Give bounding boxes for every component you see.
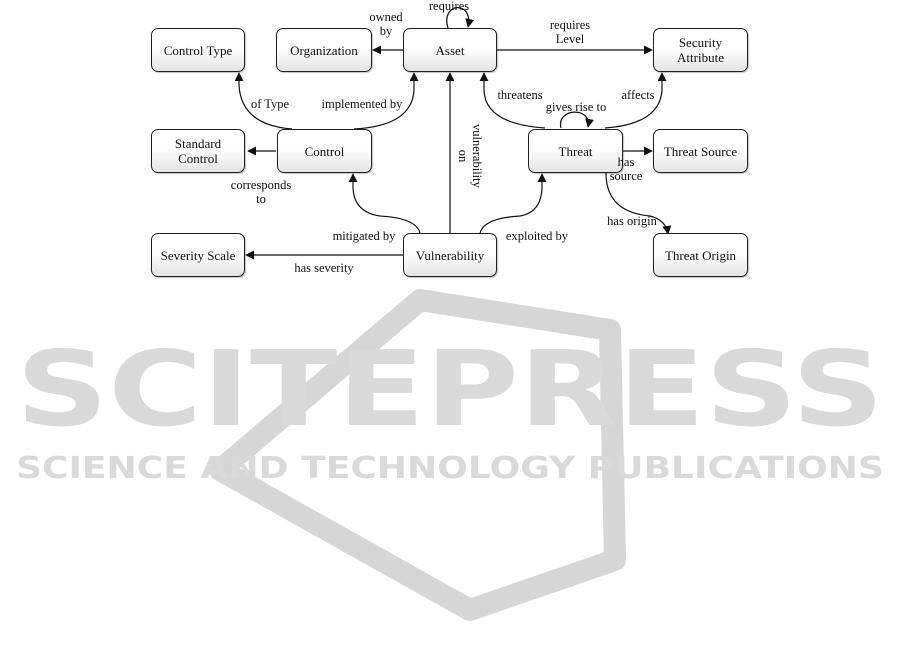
node-control: Control [277, 129, 372, 173]
label-owned-by: owned by [369, 10, 403, 38]
node-severity-scale: Severity Scale [151, 233, 245, 277]
watermark-subtitle: SCIENCE AND TECHNOLOGY PUBLICATIONS [16, 451, 884, 486]
edge-has-origin [605, 172, 672, 235]
label-requires: requires [428, 0, 470, 13]
label-of-type: of Type [250, 97, 290, 111]
node-vulnerability: Vulnerability [403, 233, 497, 277]
label-requires-level: requires Level [549, 18, 591, 46]
label-has-severity: has severity [294, 261, 354, 275]
edge-threatens [479, 72, 546, 129]
label-vulnerability-on: vulnerability on [456, 124, 484, 188]
edge-affects [604, 72, 667, 129]
edge-mitigated-by [348, 173, 421, 234]
label-gives-rise-to: gives rise to [545, 100, 607, 114]
label-mitigated-by: mitigated by [332, 229, 396, 243]
edge-implemented-by [353, 72, 419, 130]
label-affects: affects [621, 88, 655, 102]
label-threatens: threatens [497, 88, 543, 102]
watermark-title: SCITEPRESS [16, 328, 884, 450]
label-has-source: has source [609, 155, 643, 183]
node-threat: Threat [528, 129, 623, 173]
node-threat-origin: Threat Origin [653, 233, 748, 277]
edge-asset-requires [446, 7, 475, 29]
node-standard-control: Standard Control [151, 129, 245, 173]
label-implemented-by: implemented by [321, 97, 403, 111]
node-control-type: Control Type [151, 28, 245, 72]
label-has-origin: has origin [607, 214, 657, 228]
node-organization: Organization [276, 28, 372, 72]
label-corresponds-to: corresponds to [230, 178, 292, 206]
edge-exploited-by [479, 173, 547, 234]
node-asset: Asset [403, 28, 497, 72]
edge-of-type [234, 72, 293, 130]
node-threat-source: Threat Source [653, 129, 748, 173]
node-security-attribute: Security Attribute [653, 28, 748, 72]
edge-gives-rise-to [560, 111, 594, 129]
label-exploited-by: exploited by [505, 229, 569, 243]
